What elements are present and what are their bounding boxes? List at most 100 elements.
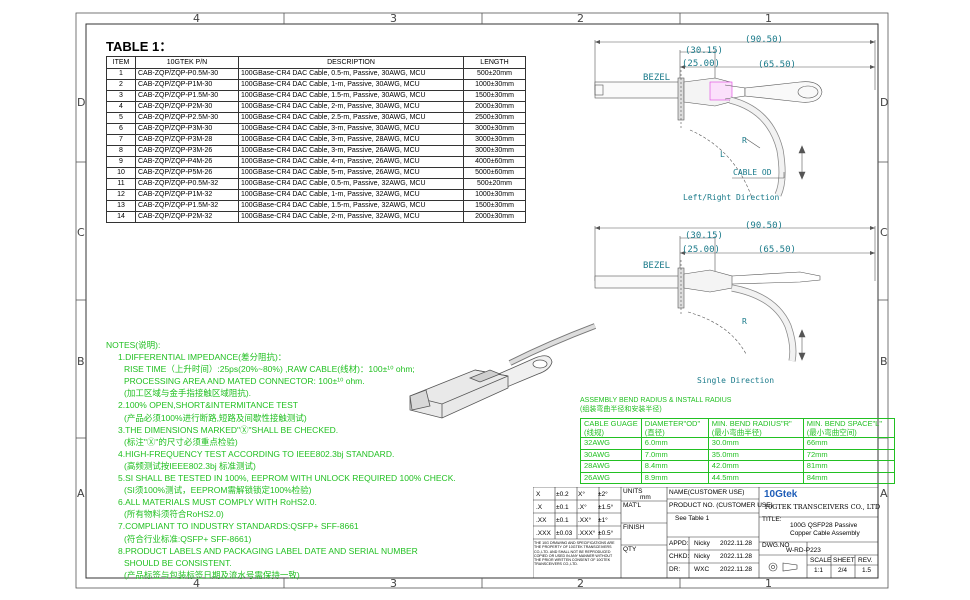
note-line: (标注"Ⓧ"的尺寸必须重点检验) xyxy=(124,436,238,447)
company-logo: 10Gtek xyxy=(764,489,798,500)
drawn-name: WXC xyxy=(694,566,710,573)
tolerance-cell: ±0.1 xyxy=(556,517,569,524)
note-line: (符合行业标准:QSFP+ SFF-8661) xyxy=(124,533,252,544)
cell-length: 2500±30mm xyxy=(463,112,526,124)
cell-item: 3 xyxy=(106,90,136,102)
rev-label: REV. xyxy=(858,557,873,564)
bend-table-title: ASSEMBLY BEND RADIUS & INSTALL RADIUS (组… xyxy=(580,396,731,414)
cell-length: 3000±30mm xyxy=(463,145,526,157)
notes-section: NOTES(说明): 1.DIFFERENTIAL IMPEDANCE(差分阻抗… xyxy=(106,339,456,581)
zone-col-3-bottom: 3 xyxy=(390,577,397,590)
title-line-2: Copper Cable Assembly xyxy=(790,530,860,537)
units-value: mm xyxy=(640,494,651,501)
table-header-row: ITEM 10GTEK P/N DESCRIPTION LENGTH xyxy=(106,56,526,69)
tolerance-cell: ±1° xyxy=(598,517,608,524)
approved-date: 2022.11.28 xyxy=(720,540,753,547)
col-header-length: LENGTH xyxy=(463,56,526,69)
bend-cell-radius: 30.0mm xyxy=(707,437,804,450)
bend-header-row: CABLE GUAGE(线规) DIAMETER"OD"(直径) MIN. BE… xyxy=(580,418,895,438)
tolerance-cell: X xyxy=(536,491,541,498)
cell-part-number: CAB-ZQP/ZQP-P3M-30 xyxy=(135,123,239,135)
bend-header-diameter: DIAMETER"OD"(直径) xyxy=(640,418,709,438)
cell-item: 6 xyxy=(106,123,136,135)
bend-header-space: MIN. BEND SPACE"L"(最小弯曲空间) xyxy=(802,418,895,438)
bend-cell-diameter: 6.0mm xyxy=(640,437,709,450)
dwg-no-value: W-RD-P223 xyxy=(786,547,821,554)
cell-description: 100GBase-CR4 DAC Cable, 2.5-m, Passive, … xyxy=(238,112,464,124)
tolerance-cell: .X xyxy=(536,504,543,511)
bend-cell-space: 81mm xyxy=(802,460,895,473)
cell-length: 3000±30mm xyxy=(463,123,526,135)
cell-part-number: CAB-ZQP/ZQP-P3M-26 xyxy=(135,145,239,157)
bottom-dim-overall: (90.50) xyxy=(745,221,783,231)
cell-length: 500±20mm xyxy=(463,68,526,80)
zone-row-c-right: C xyxy=(880,226,888,239)
cell-part-number: CAB-ZQP/ZQP-P1.5M-30 xyxy=(135,90,239,102)
cell-description: 100GBase-CR4 DAC Cable, 1-m, Passive, 30… xyxy=(238,79,464,91)
note-line: 8.PRODUCT LABELS AND PACKAGING LABEL DAT… xyxy=(118,545,418,556)
cell-description: 100GBase-CR4 DAC Cable, 0.5-m, Passive, … xyxy=(238,178,464,190)
note-line: (所有物料须符合RoHS2.0) xyxy=(124,509,224,520)
cell-length: 500±20mm xyxy=(463,178,526,190)
bend-cell-space: 66mm xyxy=(802,437,895,450)
zone-col-1-bottom: 1 xyxy=(765,577,772,590)
bend-title-cn: (组装弯曲半径和安装半径) xyxy=(580,406,662,413)
drawn-date: 2022.11.28 xyxy=(720,566,753,573)
tolerance-cell: .XX° xyxy=(578,517,592,524)
zone-row-d-right: D xyxy=(880,96,889,109)
top-view-drawing xyxy=(594,40,876,199)
note-line: SHOULD BE CONSISTENT. xyxy=(124,557,232,568)
zone-row-a-right: A xyxy=(880,487,888,500)
bend-header-diameter-cn: (直径) xyxy=(644,428,665,437)
zone-col-1-top: 1 xyxy=(765,12,772,25)
cell-part-number: CAB-ZQP/ZQP-P2M-30 xyxy=(135,101,239,113)
tolerance-cell: X° xyxy=(578,491,585,498)
bend-cell-gauge: 32AWG xyxy=(580,437,642,450)
cell-item: 14 xyxy=(106,211,136,223)
cell-item: 2 xyxy=(106,79,136,91)
qty-label: QTY xyxy=(623,546,637,553)
finish-label: FINISH xyxy=(623,524,645,531)
material-label: MAT'L xyxy=(623,502,642,509)
cell-length: 4000±60mm xyxy=(463,156,526,168)
note-line: PROCESSING AREA AND MATED CONNECTOR: 100… xyxy=(124,376,365,387)
cell-item: 8 xyxy=(106,145,136,157)
tolerance-cell: .XXX xyxy=(536,530,551,537)
tolerance-cell: .XX xyxy=(536,517,547,524)
rev-value: 1.5 xyxy=(862,567,872,574)
tolerance-cell: .X° xyxy=(578,504,587,511)
tolerance-cell: ±0.2 xyxy=(556,491,569,498)
bend-cell-space: 72mm xyxy=(802,448,895,461)
checked-name: Nicky xyxy=(694,553,710,560)
bend-cell-radius: 35.0mm xyxy=(707,448,804,461)
zone-col-2-bottom: 2 xyxy=(577,577,584,590)
note-line: 2.100% OPEN,SHORT&INTERMITANCE TEST xyxy=(118,400,298,411)
bend-title-en: ASSEMBLY BEND RADIUS & INSTALL RADIUS xyxy=(580,397,732,404)
tolerance-cell: ±1.5° xyxy=(598,504,614,511)
top-r-label: R xyxy=(742,136,747,145)
checked-date: 2022.11.28 xyxy=(720,553,753,560)
note-line: 6.ALL MATERIALS MUST COMPLY WITH RoHS2.0… xyxy=(118,497,317,508)
note-line: (产品标签与包装标签日期及流水号需保持一致) xyxy=(124,569,300,580)
cell-description: 100GBase-CR4 DAC Cable, 0.5-m, Passive, … xyxy=(238,68,464,80)
customer-pn-value: See Table 1 xyxy=(675,515,710,522)
bend-header-radius-cn: (最小弯曲半径) xyxy=(711,428,762,437)
cell-description: 100GBase-CR4 DAC Cable, 2-m, Passive, 30… xyxy=(238,101,464,113)
zone-row-c-left: C xyxy=(77,226,85,239)
bottom-r-label: R xyxy=(742,317,747,326)
cell-length: 2000±30mm xyxy=(463,101,526,113)
sheet-label: SHEET xyxy=(833,557,855,564)
cell-length: 1000±30mm xyxy=(463,79,526,91)
product-illustration xyxy=(409,323,597,419)
cell-item: 13 xyxy=(106,200,136,212)
bend-cell-gauge: 30AWG xyxy=(580,448,642,461)
